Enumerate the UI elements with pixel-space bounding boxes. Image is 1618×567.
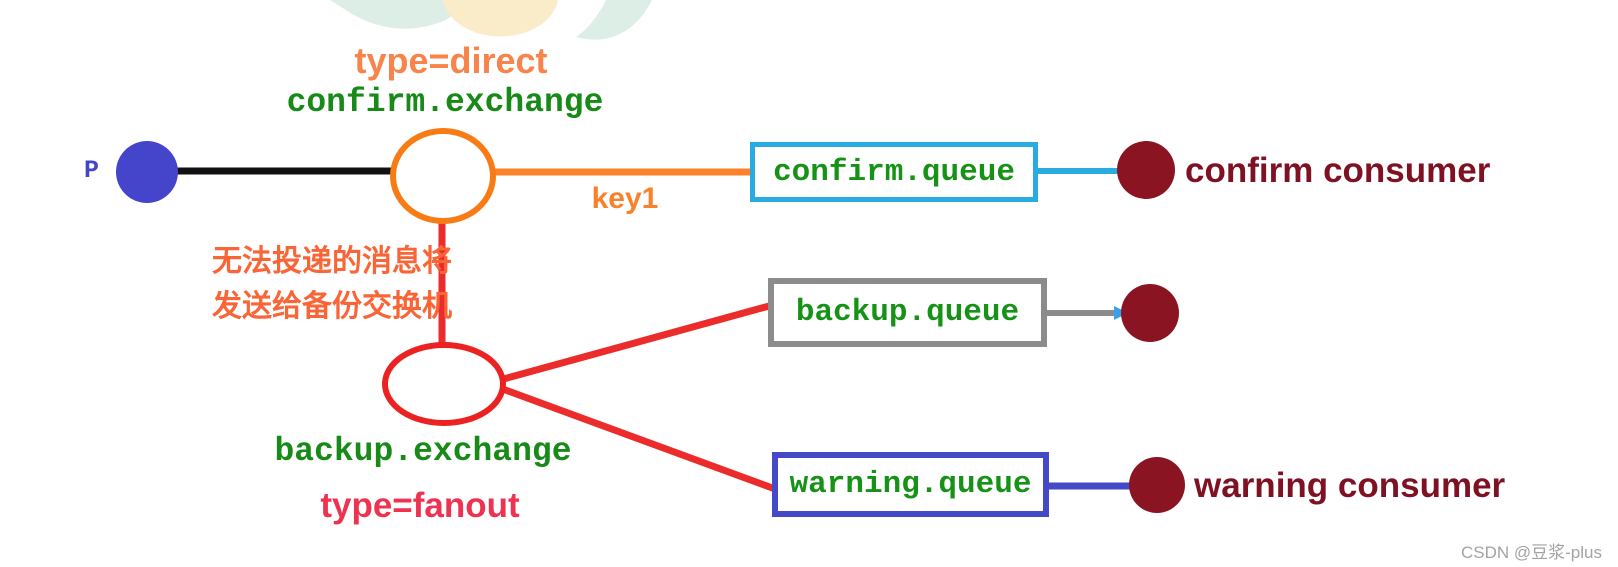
backup-queue-label: backup.queue <box>795 295 1020 330</box>
producer-label: P <box>84 156 100 185</box>
backup-exchange-to-warning-queue-line <box>498 384 788 497</box>
backup-consumer-node <box>1121 284 1179 342</box>
logo-watermark-left-shape <box>330 0 474 29</box>
confirm-exchange-type-label: type=direct <box>354 40 548 81</box>
logo-watermark <box>330 0 652 40</box>
backup-exchange-node <box>382 342 506 426</box>
routing-key-label: key1 <box>591 182 659 215</box>
confirm-consumer-node <box>1117 141 1175 199</box>
backup-exchange-type-label: type=fanout <box>320 486 520 525</box>
logo-watermark-right-shape <box>576 0 652 40</box>
producer-node <box>116 141 178 203</box>
undeliverable-note-line2: 发送给备份交换机 <box>212 290 452 323</box>
confirm-exchange-node <box>390 128 496 224</box>
confirm-queue-box: confirm.queue <box>750 142 1038 202</box>
backup-exchange-to-backup-queue-line <box>499 299 781 384</box>
confirm-exchange-name: confirm.exchange <box>286 84 604 121</box>
csdn-watermark: CSDN @豆浆-plus <box>1461 543 1602 562</box>
undeliverable-note-line1: 无法投递的消息将 <box>212 245 452 278</box>
confirm-consumer-label: confirm consumer <box>1185 151 1491 190</box>
backup-queue-box: backup.queue <box>768 278 1047 347</box>
warning-consumer-node <box>1129 457 1185 513</box>
warning-queue-label: warning.queue <box>789 467 1032 502</box>
confirm-queue-label: confirm.queue <box>773 154 1015 190</box>
warning-consumer-label: warning consumer <box>1194 466 1506 505</box>
backup-exchange-name: backup.exchange <box>274 433 572 470</box>
logo-watermark-center-shape <box>443 0 558 37</box>
warning-queue-box: warning.queue <box>772 452 1049 517</box>
